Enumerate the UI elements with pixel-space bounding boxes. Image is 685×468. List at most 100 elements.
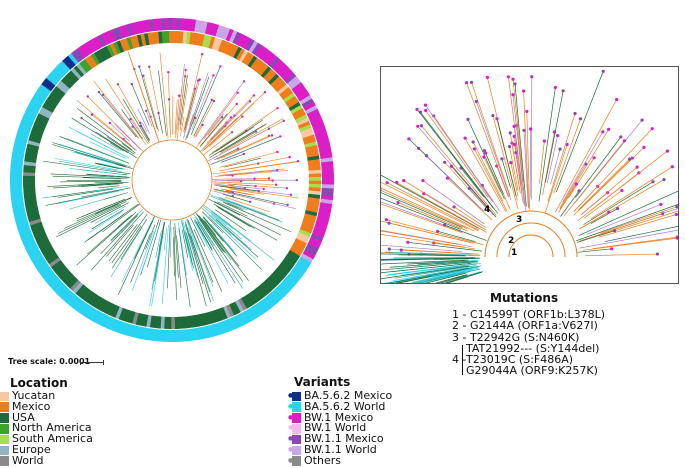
ring-segment — [308, 173, 321, 178]
ring-segment — [12, 207, 26, 215]
ring-segment — [306, 203, 319, 210]
ring-segment — [244, 53, 255, 66]
ring-segment — [177, 316, 183, 329]
branch — [509, 146, 519, 191]
branch — [203, 206, 242, 240]
branch — [204, 220, 217, 236]
tip-marker — [263, 91, 267, 94]
branch — [190, 234, 211, 293]
location-legend-item: South America — [0, 433, 93, 445]
branch — [209, 92, 266, 145]
branch — [550, 148, 561, 185]
dot-icon: ● — [288, 402, 294, 410]
ring-segment — [102, 315, 112, 329]
branch — [579, 229, 678, 249]
ring-segment — [218, 39, 226, 53]
ring-segment — [225, 304, 235, 317]
branch — [89, 141, 127, 160]
ring-segment — [269, 273, 281, 285]
ring-segment — [43, 77, 56, 89]
ring-segment — [93, 51, 104, 64]
branch — [199, 103, 237, 148]
branch — [604, 226, 678, 242]
ring-segment — [27, 103, 40, 113]
branch — [218, 198, 248, 211]
ring-segment — [222, 305, 231, 319]
ring-segment — [252, 59, 264, 72]
tip-marker — [573, 111, 577, 116]
ring-segment — [304, 247, 317, 257]
tip-marker — [619, 135, 623, 139]
ring-segment — [314, 223, 328, 232]
ring-segment — [169, 31, 173, 44]
ring-segment — [199, 326, 207, 340]
ring-segment — [231, 301, 241, 314]
ring-segment — [268, 73, 280, 85]
ring-segment — [298, 256, 312, 267]
legend-label: BA.5.6.2 Mexico — [304, 389, 393, 402]
ring-segment — [279, 67, 292, 79]
tip-marker — [296, 159, 300, 163]
node-label: 4 — [484, 205, 490, 215]
ring-segment — [227, 317, 237, 331]
tip-marker — [231, 194, 235, 198]
branch — [512, 79, 524, 183]
branch — [496, 165, 509, 197]
tip-marker — [432, 114, 436, 118]
ring-segment — [172, 18, 177, 31]
ring-segment — [13, 144, 26, 151]
tip-marker — [157, 111, 160, 115]
branch — [52, 144, 125, 167]
branch — [187, 219, 214, 283]
branch — [184, 118, 187, 126]
ring-segment — [92, 295, 103, 309]
tip-marker — [407, 137, 411, 141]
branch — [195, 124, 203, 137]
ring-segment — [121, 308, 130, 322]
branch — [120, 218, 148, 260]
ring-segment — [292, 265, 305, 277]
ring-segment — [231, 316, 240, 329]
ring-segment — [224, 42, 233, 55]
ring-segment — [50, 278, 62, 290]
ring-segment — [63, 75, 75, 87]
branch — [451, 166, 497, 218]
branch — [387, 268, 469, 283]
ring-segment — [75, 284, 86, 296]
ring-segment — [321, 187, 334, 193]
tip-marker — [274, 183, 278, 186]
branch — [433, 242, 476, 250]
ring-segment — [239, 50, 249, 63]
branch — [381, 229, 459, 245]
backbone-arc — [484, 210, 578, 258]
ring-segment — [20, 117, 34, 127]
ring-segment — [273, 268, 286, 280]
branch — [385, 251, 472, 256]
branch — [132, 126, 147, 146]
variant-legend-item: ●Others — [288, 455, 392, 467]
ring-segment — [97, 34, 107, 47]
tip-marker — [485, 75, 489, 79]
branch — [220, 131, 257, 153]
ring-segment — [25, 205, 39, 212]
branch — [170, 226, 172, 258]
branch — [512, 94, 527, 211]
dot-icon: ● — [288, 424, 294, 432]
ring-segment — [202, 34, 209, 48]
ring-segment — [163, 329, 168, 342]
ring-segment — [285, 95, 298, 106]
branch — [90, 133, 121, 152]
ring-segment — [294, 262, 308, 273]
ring-segment — [299, 95, 313, 105]
branch — [381, 197, 461, 230]
ring-segment — [243, 294, 254, 308]
tip-marker — [592, 156, 596, 160]
branch — [582, 211, 609, 228]
tip-marker — [97, 90, 101, 94]
ring-segment — [265, 295, 276, 307]
ring-segment — [290, 268, 303, 280]
branch — [443, 271, 483, 283]
branch — [446, 271, 482, 283]
tip-marker — [275, 169, 279, 172]
ring-segment — [10, 193, 24, 199]
